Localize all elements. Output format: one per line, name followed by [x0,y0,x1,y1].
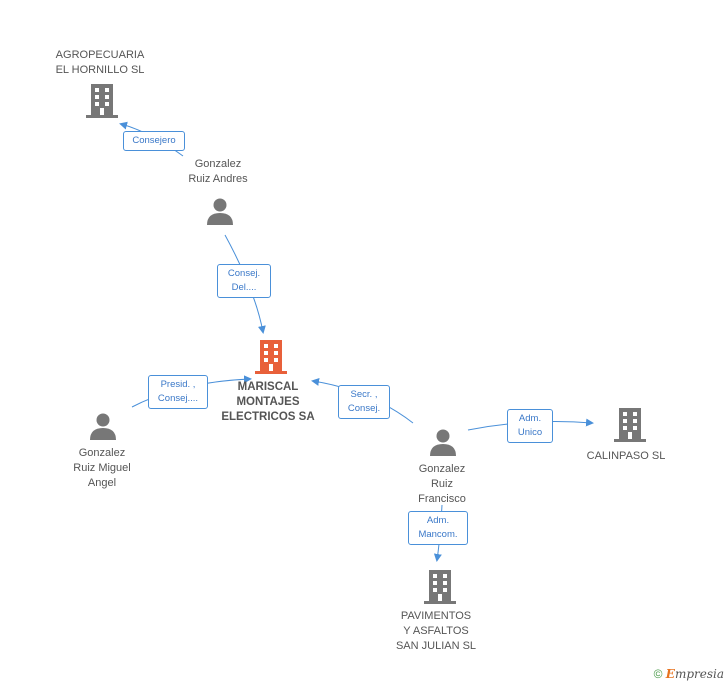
andres-label: Gonzalez Ruiz Andres [188,158,248,185]
building-icon-pavimentos[interactable] [424,570,456,604]
person-icon-francisco[interactable] [429,428,457,456]
brand-logo: Empresia [665,667,724,681]
edge-label-consejero[interactable]: Consejero [123,131,185,151]
building-icon-calinpaso[interactable] [614,408,646,442]
person-icon-andres[interactable] [206,197,234,225]
edge-label-consej-del[interactable]: Consej. Del.... [217,264,271,298]
edge-label-adm-unico[interactable]: Adm. Unico [507,409,553,443]
copyright-notice: © Empresia [654,667,724,681]
francisco-label: Gonzalez Ruiz Francisco [418,463,466,505]
pavimentos-label: PAVIMENTOS Y ASFALTOS SAN JULIAN SL [395,610,477,652]
calinpaso-label: CALINPASO SL [586,450,666,462]
edge-label-secr-consej[interactable]: Secr. , Consej. [338,385,390,419]
mariscal-label: MARISCAL MONTAJES ELECTRICOS SA [221,381,315,423]
edge-label-presid-consej[interactable]: Presid. , Consej.... [148,375,208,409]
copyright-symbol: © [653,667,663,681]
building-icon-agropecuaria[interactable] [86,84,118,118]
agropecuaria-label: AGROPECUARIA EL HORNILLO SL [55,49,145,76]
edge-label-adm-mancom[interactable]: Adm. Mancom. [408,511,468,545]
person-icon-miguel[interactable] [89,412,117,440]
miguel-label: Gonzalez Ruiz Miguel Angel [73,447,131,489]
building-icon-mariscal[interactable] [255,340,287,374]
